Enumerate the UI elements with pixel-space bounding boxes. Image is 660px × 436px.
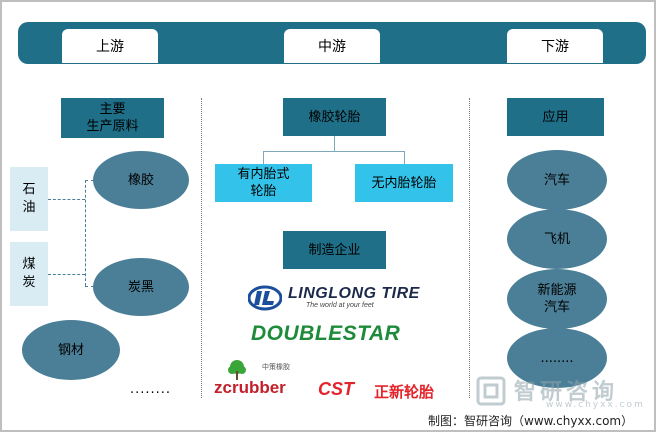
tree-icon (228, 360, 246, 380)
upstream-header-line2: 生产原料 (86, 119, 139, 134)
stage-downstream-tab: 下游 (507, 29, 603, 63)
watermark-cn: 智研咨询 (514, 380, 619, 405)
cst-main-text: CST (318, 379, 354, 399)
oval-more: ........ (507, 328, 607, 388)
upstream-header-line1: 主要 (99, 102, 126, 117)
oval-steel: 钢材 (22, 320, 120, 380)
oval-car: 汽车 (507, 150, 607, 210)
logo-doublestar: DOUBLESTAR (251, 322, 401, 345)
watermark-url: www.chyxx.com (546, 400, 645, 410)
zc-main-text: zcrubber (214, 378, 286, 397)
linglong-emblem-icon (248, 285, 282, 311)
separator-right (469, 98, 470, 398)
side-box-coal: 煤 炭 (10, 242, 48, 306)
cst-cn-text: 正新轮胎 (374, 383, 435, 401)
zc-small-text: 中策橡胶 (262, 363, 290, 371)
logo-zcrubber: 中策橡胶 zcrubber (212, 358, 306, 400)
logo-linglong: LINGLONG TIRE The world at your feet (248, 284, 424, 312)
nev-line2: 汽车 (543, 300, 570, 315)
watermark: 智研咨询 www.chyxx.com (476, 374, 652, 410)
upstream-more: ........ (130, 382, 172, 397)
midstream-header: 橡胶轮胎 (283, 98, 386, 136)
side-box-oil: 石 油 (10, 167, 48, 231)
connector-oil (48, 199, 85, 200)
upstream-header: 主要 生产原料 (61, 98, 164, 138)
tree-right-drop (404, 151, 405, 164)
tube-tire-line1: 有内胎式 (237, 167, 290, 182)
logo-cst: CST 正新轮胎 (318, 379, 452, 401)
downstream-header: 应用 (507, 98, 604, 136)
nev-line1: 新能源 (537, 283, 577, 298)
connector-to-carbon (85, 286, 94, 287)
oval-carbon-black: 炭黑 (93, 258, 189, 316)
separator-left (201, 98, 202, 398)
watermark-logo-icon (476, 376, 506, 406)
tree-left-drop (263, 151, 264, 164)
oval-aircraft: 飞机 (507, 209, 607, 269)
tube-tire-box: 有内胎式 轮胎 (215, 164, 312, 202)
linglong-slogan: The world at your feet (306, 302, 374, 309)
linglong-name: LINGLONG TIRE (288, 285, 420, 302)
connector-vertical (85, 180, 86, 286)
tree-stem (334, 136, 335, 152)
stage-upstream-tab: 上游 (62, 29, 158, 63)
oval-nev: 新能源 汽车 (507, 269, 607, 329)
tubeless-tire-box: 无内胎轮胎 (355, 164, 453, 202)
connector-to-rubber (85, 180, 94, 181)
manufacturers-header: 制造企业 (283, 231, 386, 269)
tree-bar (263, 151, 405, 152)
oval-rubber: 橡胶 (93, 151, 189, 209)
stage-midstream-tab: 中游 (284, 29, 380, 63)
tube-tire-line2: 轮胎 (250, 184, 277, 199)
connector-coal (48, 274, 85, 275)
credit-text: 制图：智研咨询（www.chyxx.com） (428, 414, 634, 428)
